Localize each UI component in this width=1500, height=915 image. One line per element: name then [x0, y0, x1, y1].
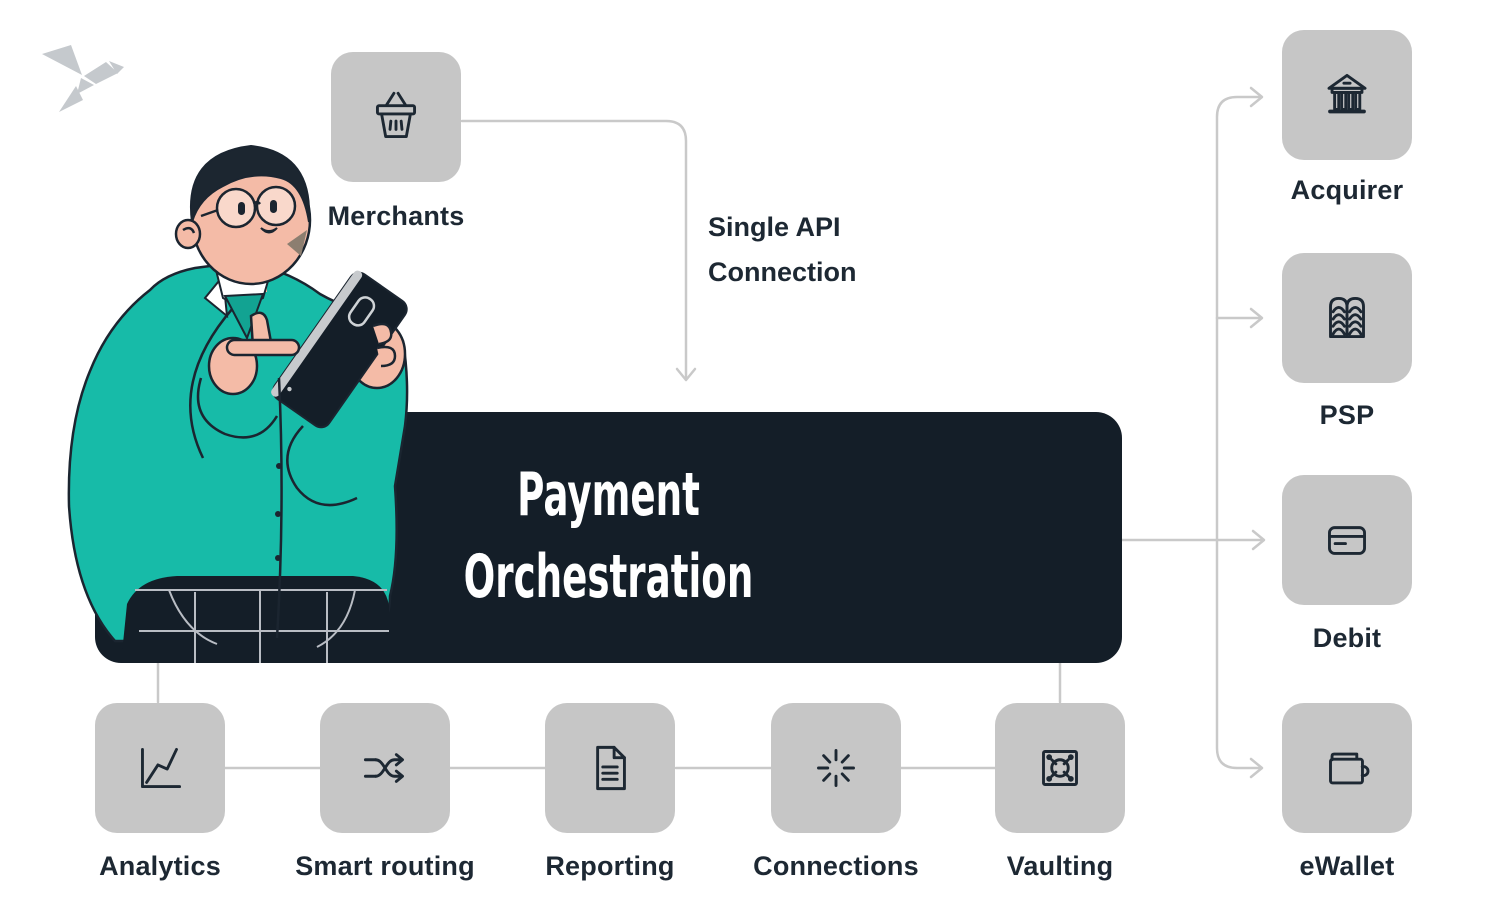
connections-label: Connections: [753, 851, 919, 881]
psp-label: PSP: [1319, 400, 1375, 430]
debit-label: Debit: [1312, 623, 1382, 653]
acquirer-label: Acquirer: [1290, 175, 1404, 205]
single-api-connection-label: Single API Connection: [708, 205, 857, 295]
hub-title: Payment Orchestration: [290, 454, 927, 618]
ewallet-tile: [1282, 703, 1412, 833]
vaulting-label: Vaulting: [1006, 851, 1114, 881]
merchants-tile: [331, 52, 461, 182]
vaulting-tile: [995, 703, 1125, 833]
arrow-right-acquirer-icon: [1249, 86, 1264, 108]
arrow-right-ewallet-icon: [1249, 757, 1264, 779]
origami-bird-logo-icon: [42, 45, 124, 112]
arrow-right-debit-icon: [1251, 529, 1266, 551]
api-note-line2: Connection: [708, 257, 857, 287]
api-note-line1: Single API: [708, 212, 841, 242]
reporting-tile: [545, 703, 675, 833]
credit-card-icon: [1328, 526, 1366, 555]
arrow-down-icon: [675, 367, 697, 382]
hub-title-line2: Orchestration: [463, 542, 754, 612]
basket-icon: [375, 91, 417, 139]
smart-routing-label: Smart routing: [295, 851, 475, 881]
connector-trunk-acquirer: [1215, 95, 1262, 542]
bank-icon: [1327, 73, 1367, 114]
wallet-icon: [1329, 752, 1370, 785]
line-chart-icon: [141, 747, 182, 789]
reporting-label: Reporting: [545, 851, 675, 881]
shuffle-icon: [363, 753, 404, 783]
hub-title-line1: Payment: [517, 460, 700, 530]
document-icon: [596, 745, 626, 791]
acquirer-tile: [1282, 30, 1412, 160]
connections-tile: [771, 703, 901, 833]
open-book-icon: [1329, 296, 1365, 339]
analytics-tile: [95, 703, 225, 833]
ewallet-label: eWallet: [1299, 851, 1395, 881]
analytics-label: Analytics: [99, 851, 221, 881]
debit-tile: [1282, 475, 1412, 605]
psp-tile: [1282, 253, 1412, 383]
smart-routing-tile: [320, 703, 450, 833]
connector-merchants-hub: [460, 119, 688, 380]
burst-icon: [817, 749, 855, 787]
safe-icon: [1042, 750, 1078, 786]
merchants-label: Merchants: [327, 201, 465, 231]
person-with-phone-illustration: [67, 144, 409, 663]
arrow-right-psp-icon: [1249, 307, 1264, 329]
connector-trunk-ewallet: [1215, 538, 1262, 770]
